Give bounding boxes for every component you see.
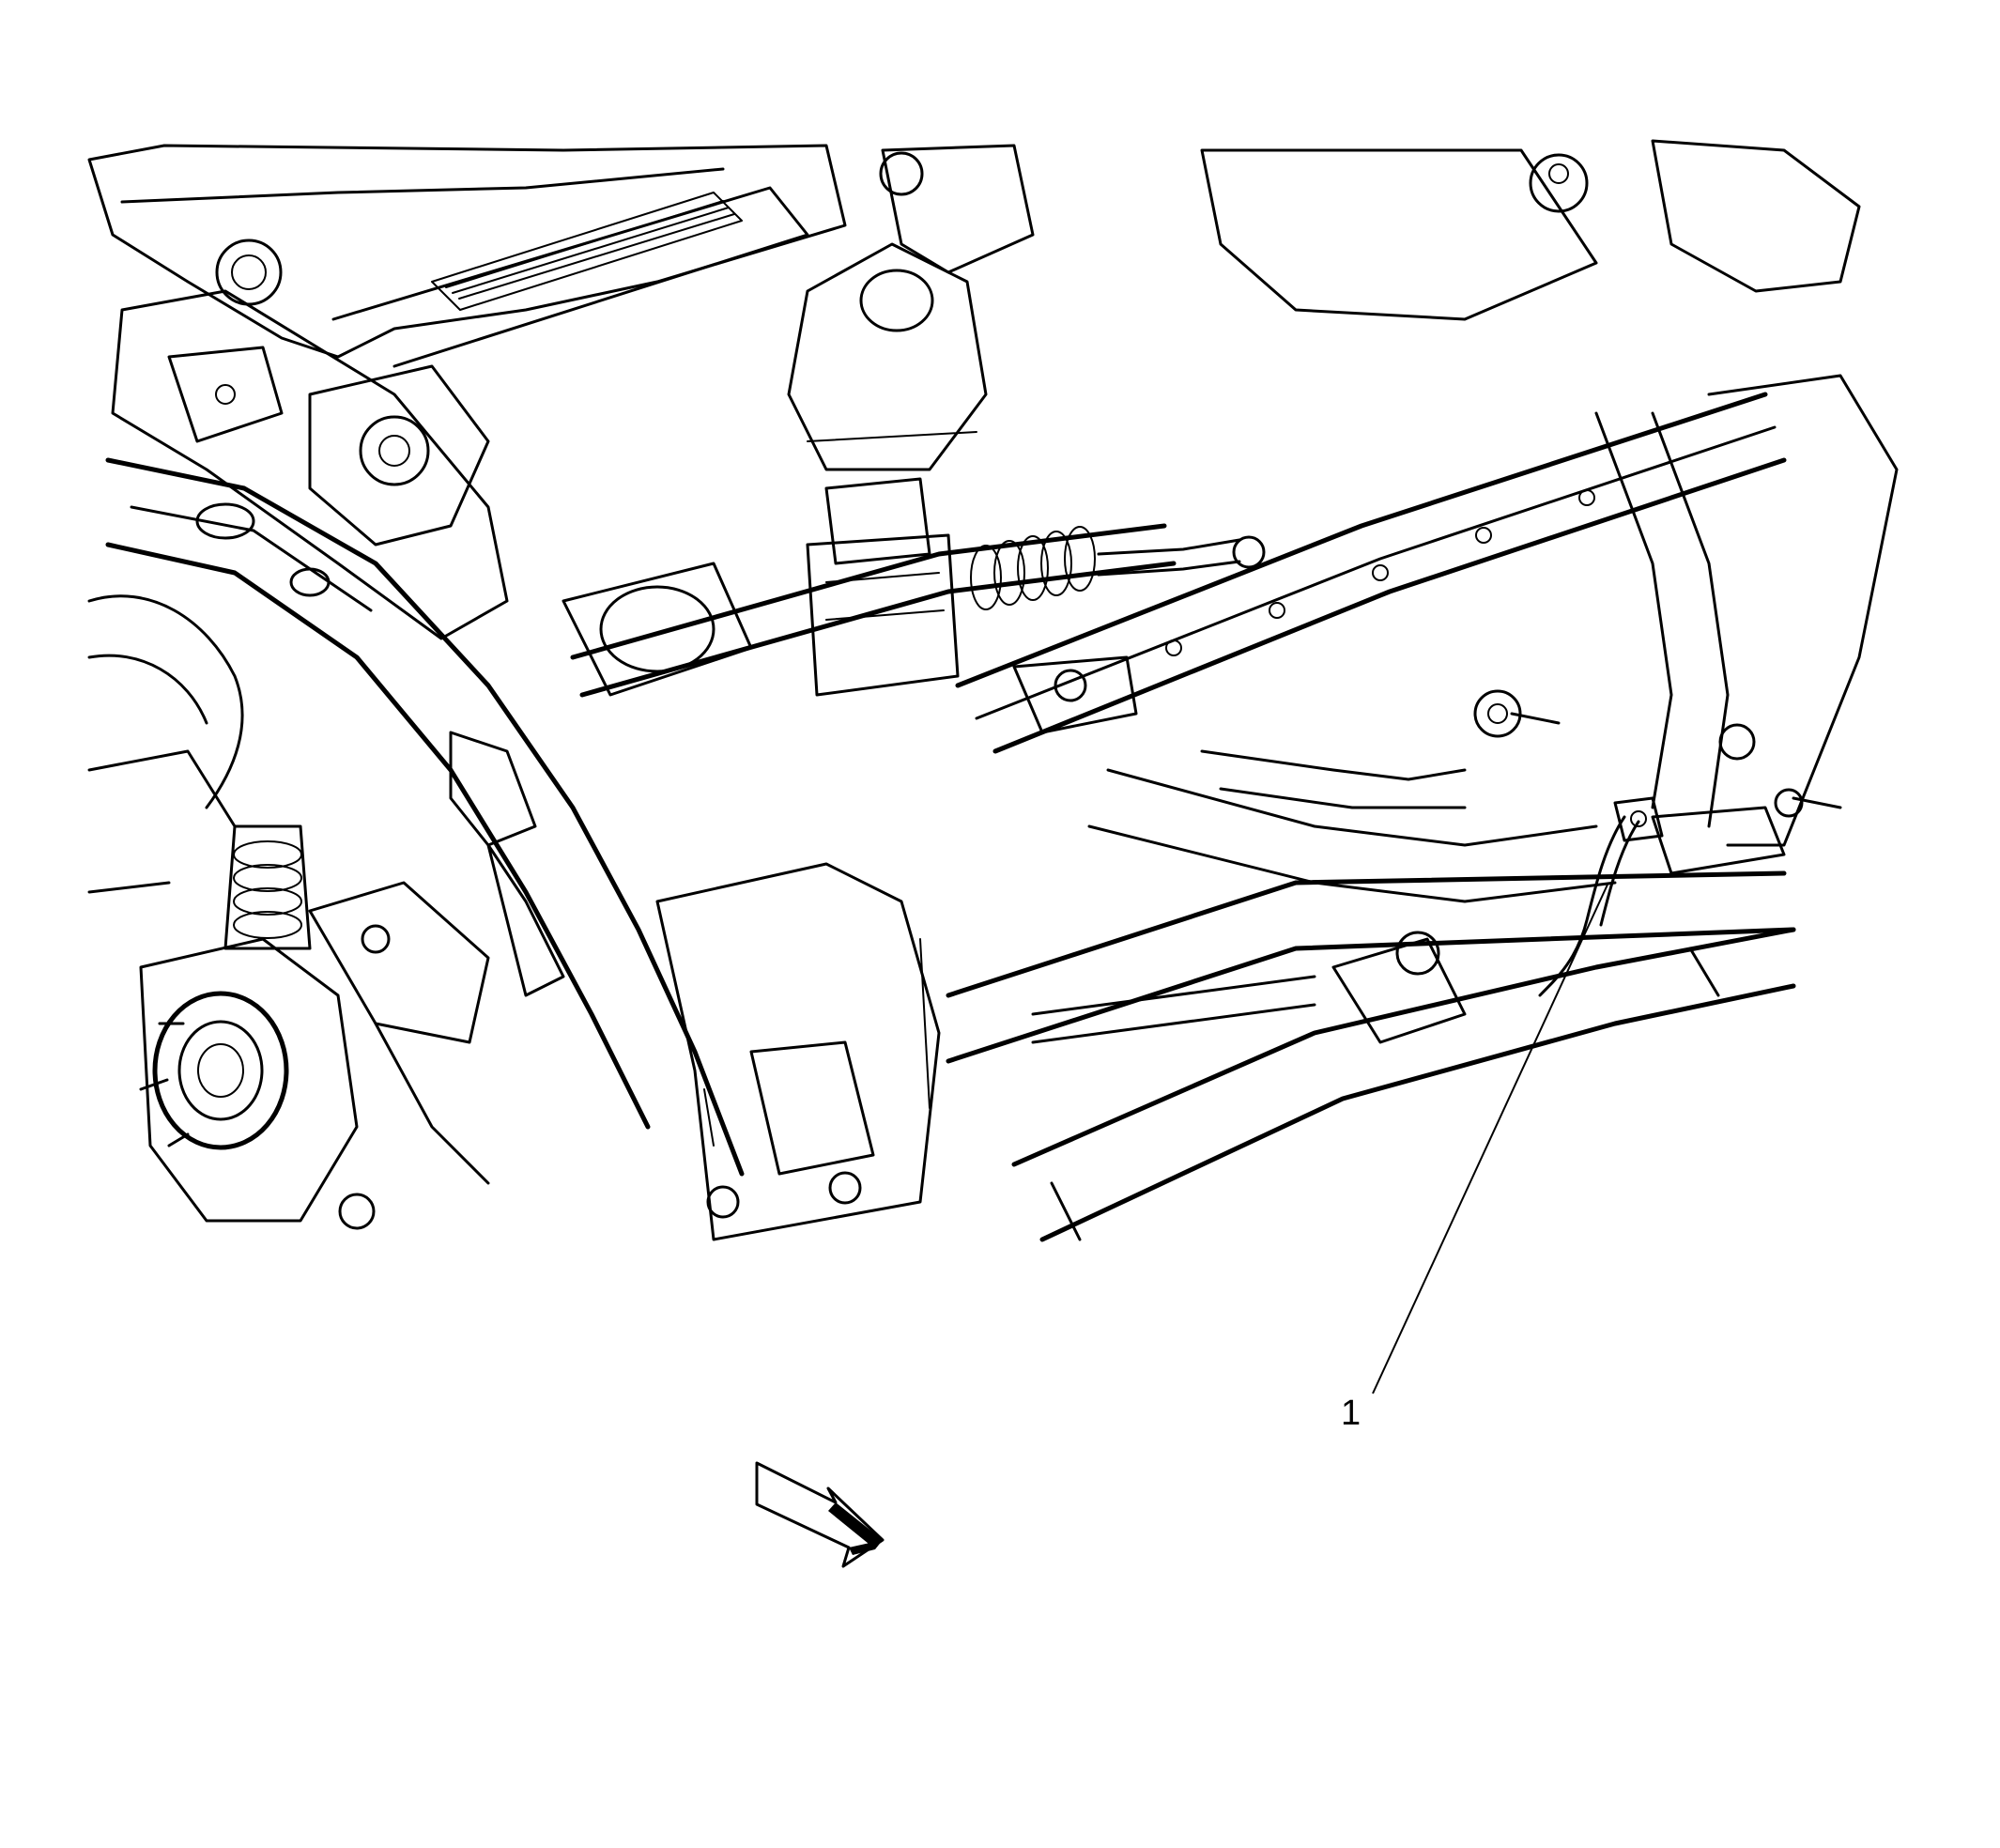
direction-arrow-icon xyxy=(755,1461,885,1568)
sensor-harness xyxy=(1538,796,1664,997)
fluid-reservoir xyxy=(787,242,988,471)
lower-cradle xyxy=(946,689,1796,1242)
steering-rack xyxy=(562,477,1266,698)
rack-boot-right xyxy=(970,526,1096,610)
frame-rail-right xyxy=(1087,374,1899,903)
coil-spring xyxy=(233,840,302,939)
strut-tower-left xyxy=(111,289,509,640)
wheel-hub-knuckle xyxy=(139,824,490,1230)
frame-rail-left xyxy=(105,457,745,1177)
inner-fender-left xyxy=(87,594,244,894)
upper-crossmember xyxy=(955,392,1787,754)
sensor-connector xyxy=(1613,796,1664,842)
cowl-panel xyxy=(87,139,1861,368)
callout-leader-line xyxy=(1372,884,1608,1394)
callout-number-1: 1 xyxy=(1341,1394,1362,1433)
bumper-bracket-left xyxy=(655,862,941,1241)
vent-grille xyxy=(431,192,743,311)
